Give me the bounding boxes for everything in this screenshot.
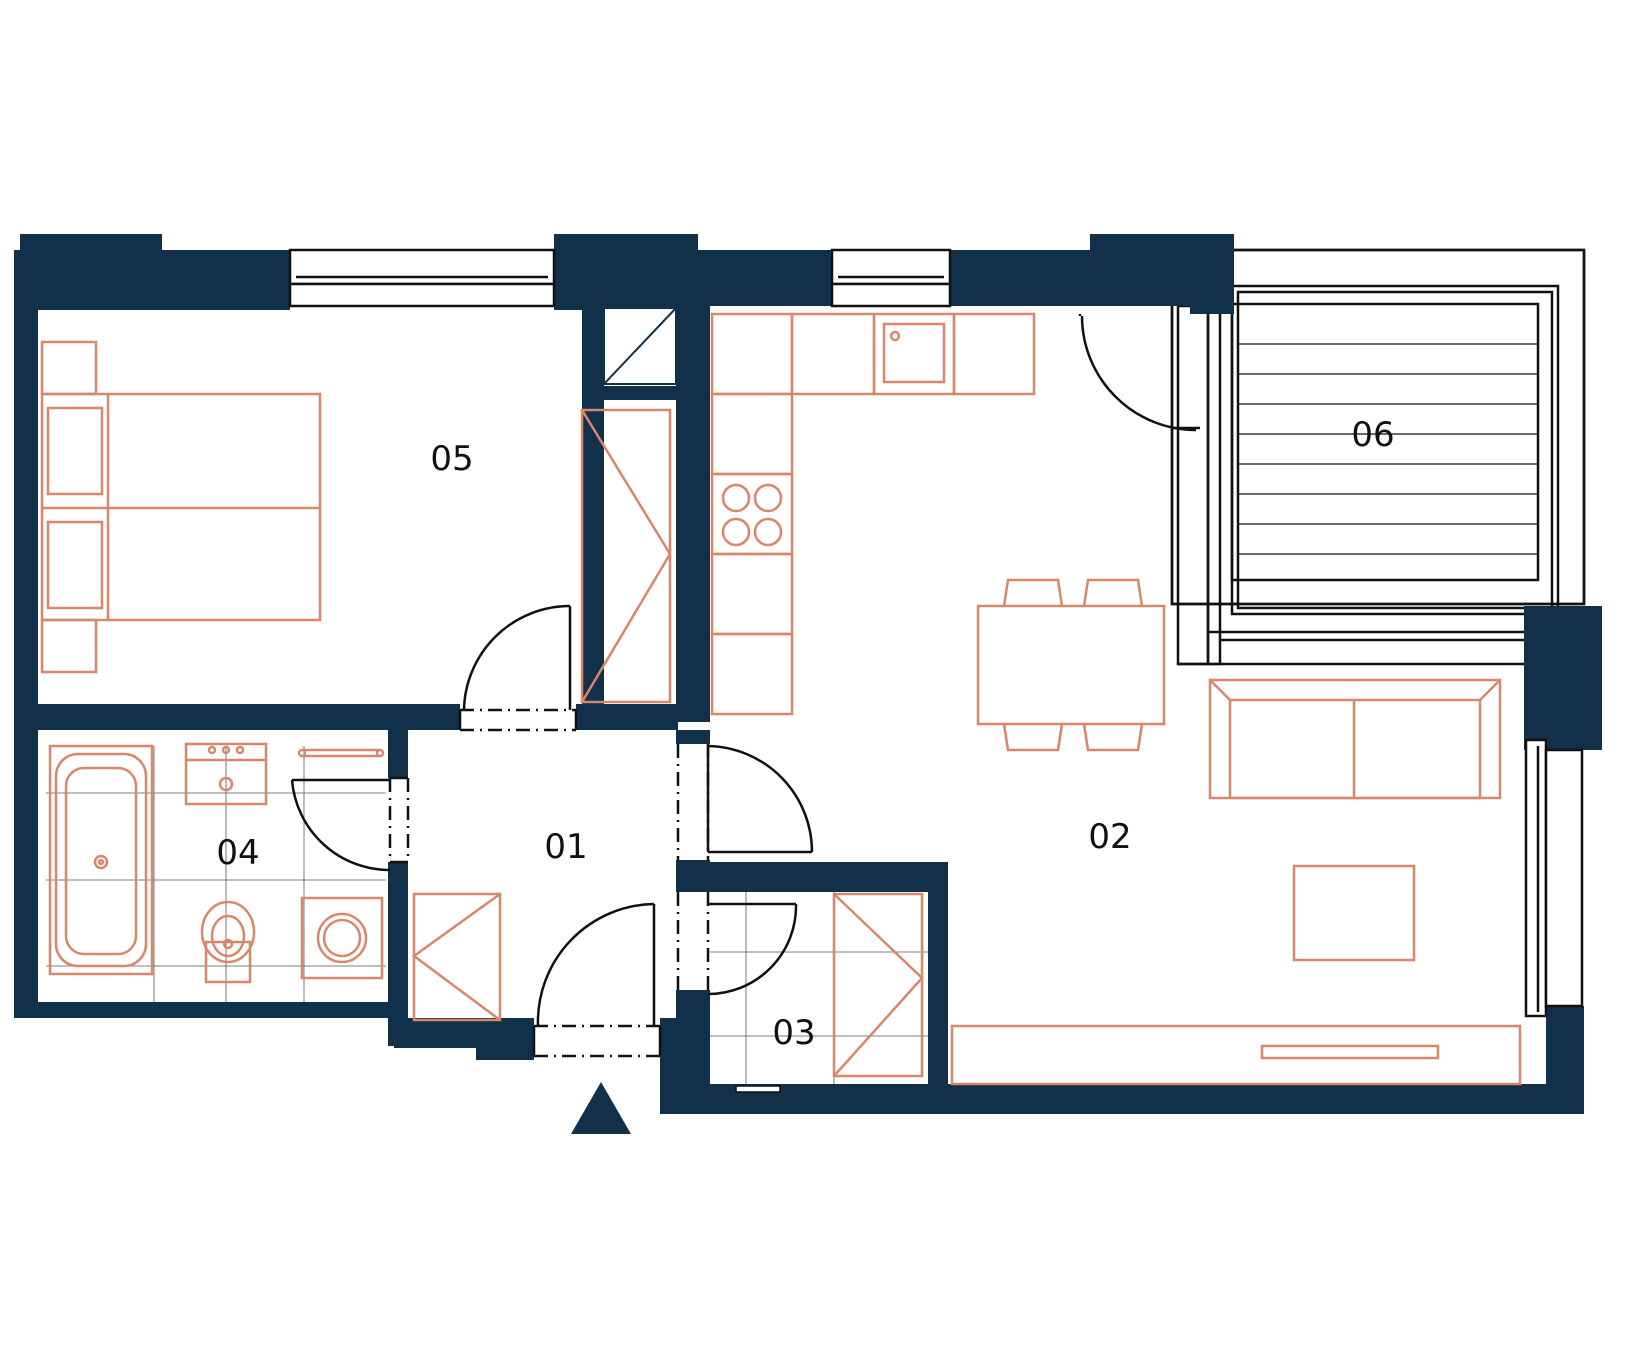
window-bedroom	[288, 248, 556, 308]
sofa	[1208, 678, 1502, 800]
shaft	[603, 307, 677, 385]
window-living	[1524, 738, 1584, 1018]
door-living[interactable]	[676, 744, 814, 860]
bed	[40, 392, 322, 622]
closet-shelf	[832, 892, 924, 1078]
dining-table	[976, 578, 1166, 752]
tv-unit	[950, 1024, 1522, 1086]
kitchen-counter	[710, 312, 1036, 716]
bathtub	[48, 744, 154, 976]
wardrobe-hall	[411, 892, 502, 1022]
washbasin	[184, 742, 268, 806]
sink	[882, 322, 946, 384]
furniture	[40, 312, 1522, 1086]
toilet	[200, 900, 256, 984]
door-bedroom[interactable]	[458, 604, 578, 732]
coffee-table	[1292, 864, 1416, 962]
room-label-04: 04	[216, 833, 259, 873]
balcony	[1170, 248, 1586, 666]
door-closet[interactable]	[676, 892, 798, 996]
cooktop	[721, 483, 783, 547]
room-label-05: 05	[430, 439, 473, 479]
door-entrance[interactable]	[532, 902, 662, 1058]
nightstand-bottom	[40, 618, 98, 674]
room-label-01: 01	[544, 827, 587, 867]
walls	[14, 234, 1602, 1114]
balcony-decking	[1238, 343, 1538, 555]
washing-machine	[300, 896, 384, 980]
wardrobe-bedroom	[580, 408, 672, 704]
bathroom-tiles	[46, 746, 386, 1008]
entrance-arrow-icon	[571, 1082, 631, 1134]
room-label-06: 06	[1351, 415, 1394, 455]
closet-vent	[735, 1085, 781, 1093]
room-label-02: 02	[1088, 817, 1131, 857]
room-label-03: 03	[772, 1013, 815, 1053]
nightstand-top	[40, 340, 98, 396]
window-kitchen	[830, 248, 952, 308]
door-balcony[interactable]	[1078, 314, 1200, 432]
door-bathroom[interactable]	[290, 776, 410, 872]
towel-rail	[297, 748, 385, 758]
